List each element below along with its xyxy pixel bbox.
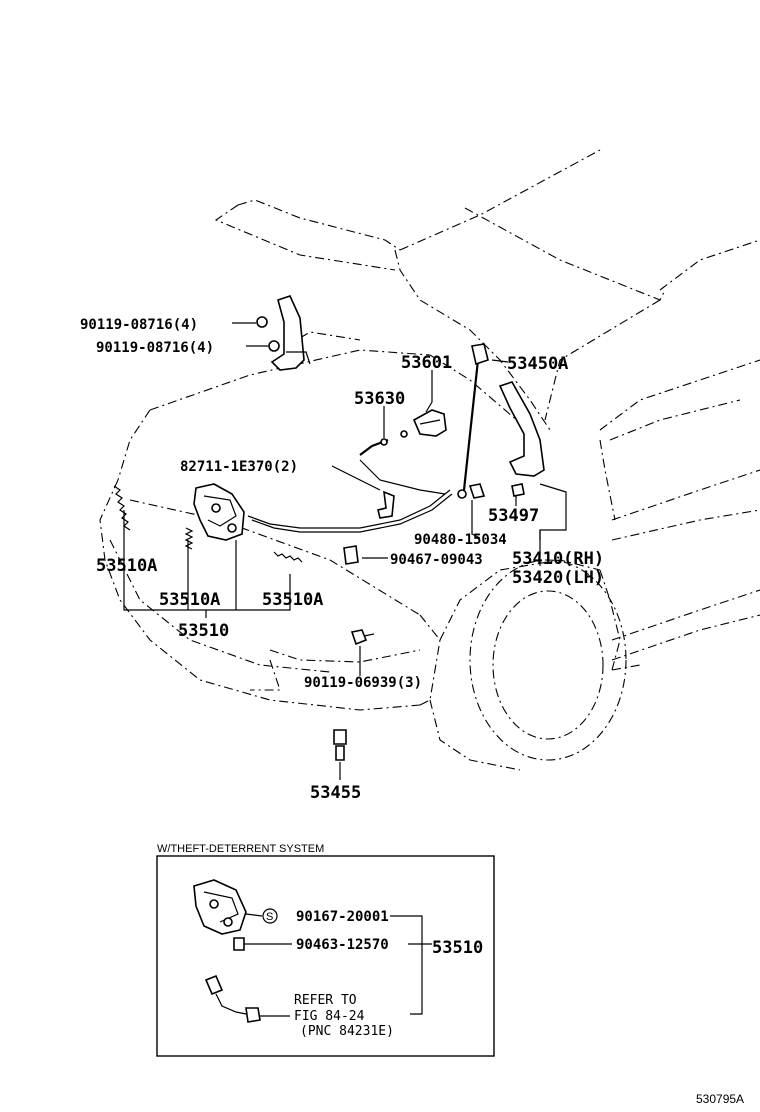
part-labels: 90119-08716(4) 90119-08716(4) 53601 5345… [80,317,604,803]
inset-label-bolt: 90463-12570 [296,937,389,953]
label-90467: 90467-09043 [390,552,483,568]
leader-lines [123,322,567,780]
spring-icon [273,551,303,563]
release-cable [247,489,451,529]
inset-label-assy: 53510 [432,938,483,958]
bolt-icon [256,316,268,328]
cable-clip-icon [377,490,395,519]
label-spring-right: 53510A [262,590,323,610]
hood-lock-assembly [193,483,245,541]
cushion-icon [333,729,347,745]
hood-switch-icon [204,974,224,996]
inset-refer-line3: (PNC 84231E) [300,1024,394,1039]
screw-marker-icon [262,908,278,924]
spring-icon [113,485,131,531]
label-53601: 53601 [401,353,452,373]
part-drawings [113,295,545,761]
release-handle [412,409,447,437]
figure-id: 530795A [696,1092,744,1106]
theft-deterrent-inset: W/THEFT-DETERRENT SYSTEM S 90167-20001 9… [156,843,495,1057]
label-53497: 53497 [488,506,539,526]
grommet-icon [343,545,359,565]
label-spring-mid: 53510A [159,590,220,610]
bolt-icon [350,629,368,646]
label-hinge-rh: 53410(RH) [512,549,604,569]
label-90480: 90480-15034 [414,532,507,548]
hood-lock-assembly [193,879,247,935]
vehicle-outline [99,149,760,771]
inset-label-screw: 90167-20001 [296,909,389,925]
label-spring-left: 53510A [96,556,157,576]
label-lock-assy: 53510 [178,621,229,641]
label-clip: 82711-1E370(2) [180,459,298,475]
inset-frame [156,855,495,1057]
hood-hinge-left [270,295,305,371]
spring-icon [184,527,194,550]
label-53450a: 53450A [507,354,568,374]
screw-marker-label: S [266,911,273,923]
label-bolt-upper: 90119-08716(4) [80,317,198,333]
hood-hinge-right [498,381,545,477]
bolt-icon [268,340,280,352]
inset-refer-line2: FIG 84-24 [294,1009,365,1024]
inset-title: W/THEFT-DETERRENT SYSTEM [157,843,324,855]
label-bolt-lower: 90119-08716(4) [96,340,214,356]
label-bolt-front: 90119-06939(3) [304,675,422,691]
inset-refer-line1: REFER TO [294,993,357,1008]
hood-support-rod [462,359,480,491]
label-53630: 53630 [354,389,405,409]
label-hinge-lh: 53420(LH) [512,568,604,588]
bolt-icon [233,937,245,951]
label-cushion: 53455 [310,783,361,803]
